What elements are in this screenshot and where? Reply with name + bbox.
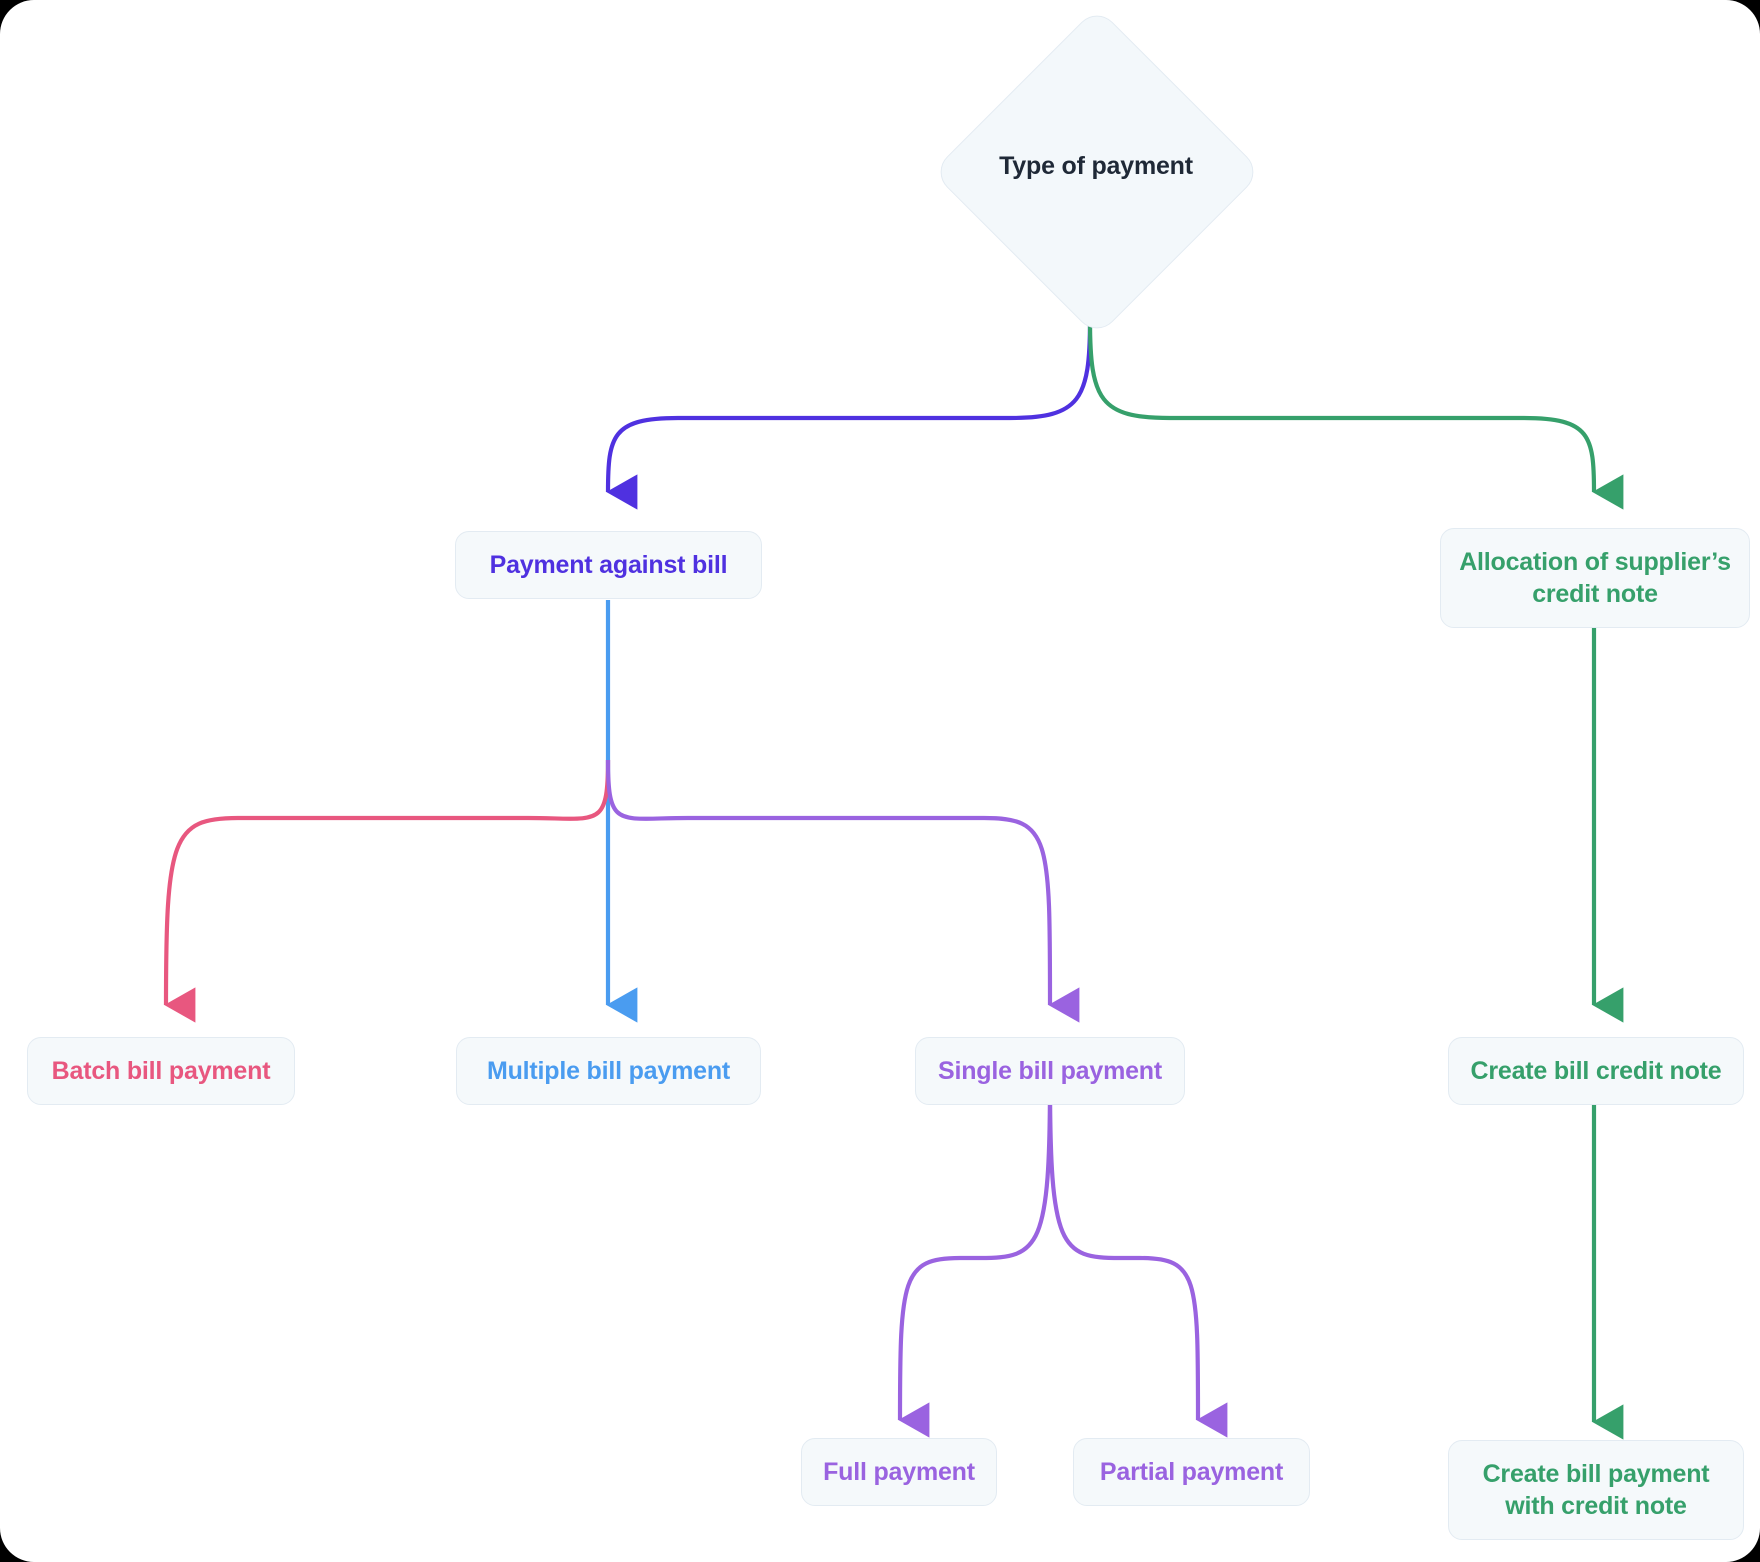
node-payment-against-bill[interactable]: Payment against bill [455, 531, 762, 599]
edge-payment-against-bill-to-single [605, 759, 1080, 1023]
node-create-bill-credit-note[interactable]: Create bill credit note [1448, 1037, 1744, 1105]
edge-decision-to-allocation-credit-note [1087, 319, 1624, 510]
node-multiple-bill-payment[interactable]: Multiple bill payment [456, 1037, 761, 1105]
edge-payment-against-bill-to-batch [163, 759, 611, 1023]
node-full-payment[interactable]: Full payment [801, 1438, 997, 1506]
edge-decision-to-payment-against-bill [605, 319, 1093, 510]
node-partial-payment[interactable]: Partial payment [1073, 1438, 1310, 1506]
node-allocation-of-suppliers-credit-note[interactable]: Allocation of supplier’s credit note [1440, 528, 1750, 628]
node-create-bill-payment-with-credit-note[interactable]: Create bill payment with credit note [1448, 1440, 1744, 1540]
edge-single-to-partial-payment [1047, 1077, 1228, 1438]
edge-single-to-full-payment [897, 1077, 1053, 1438]
node-single-bill-payment[interactable]: Single bill payment [915, 1037, 1185, 1105]
node-batch-bill-payment[interactable]: Batch bill payment [27, 1037, 295, 1105]
decision-node-label: Type of payment [999, 151, 1193, 180]
